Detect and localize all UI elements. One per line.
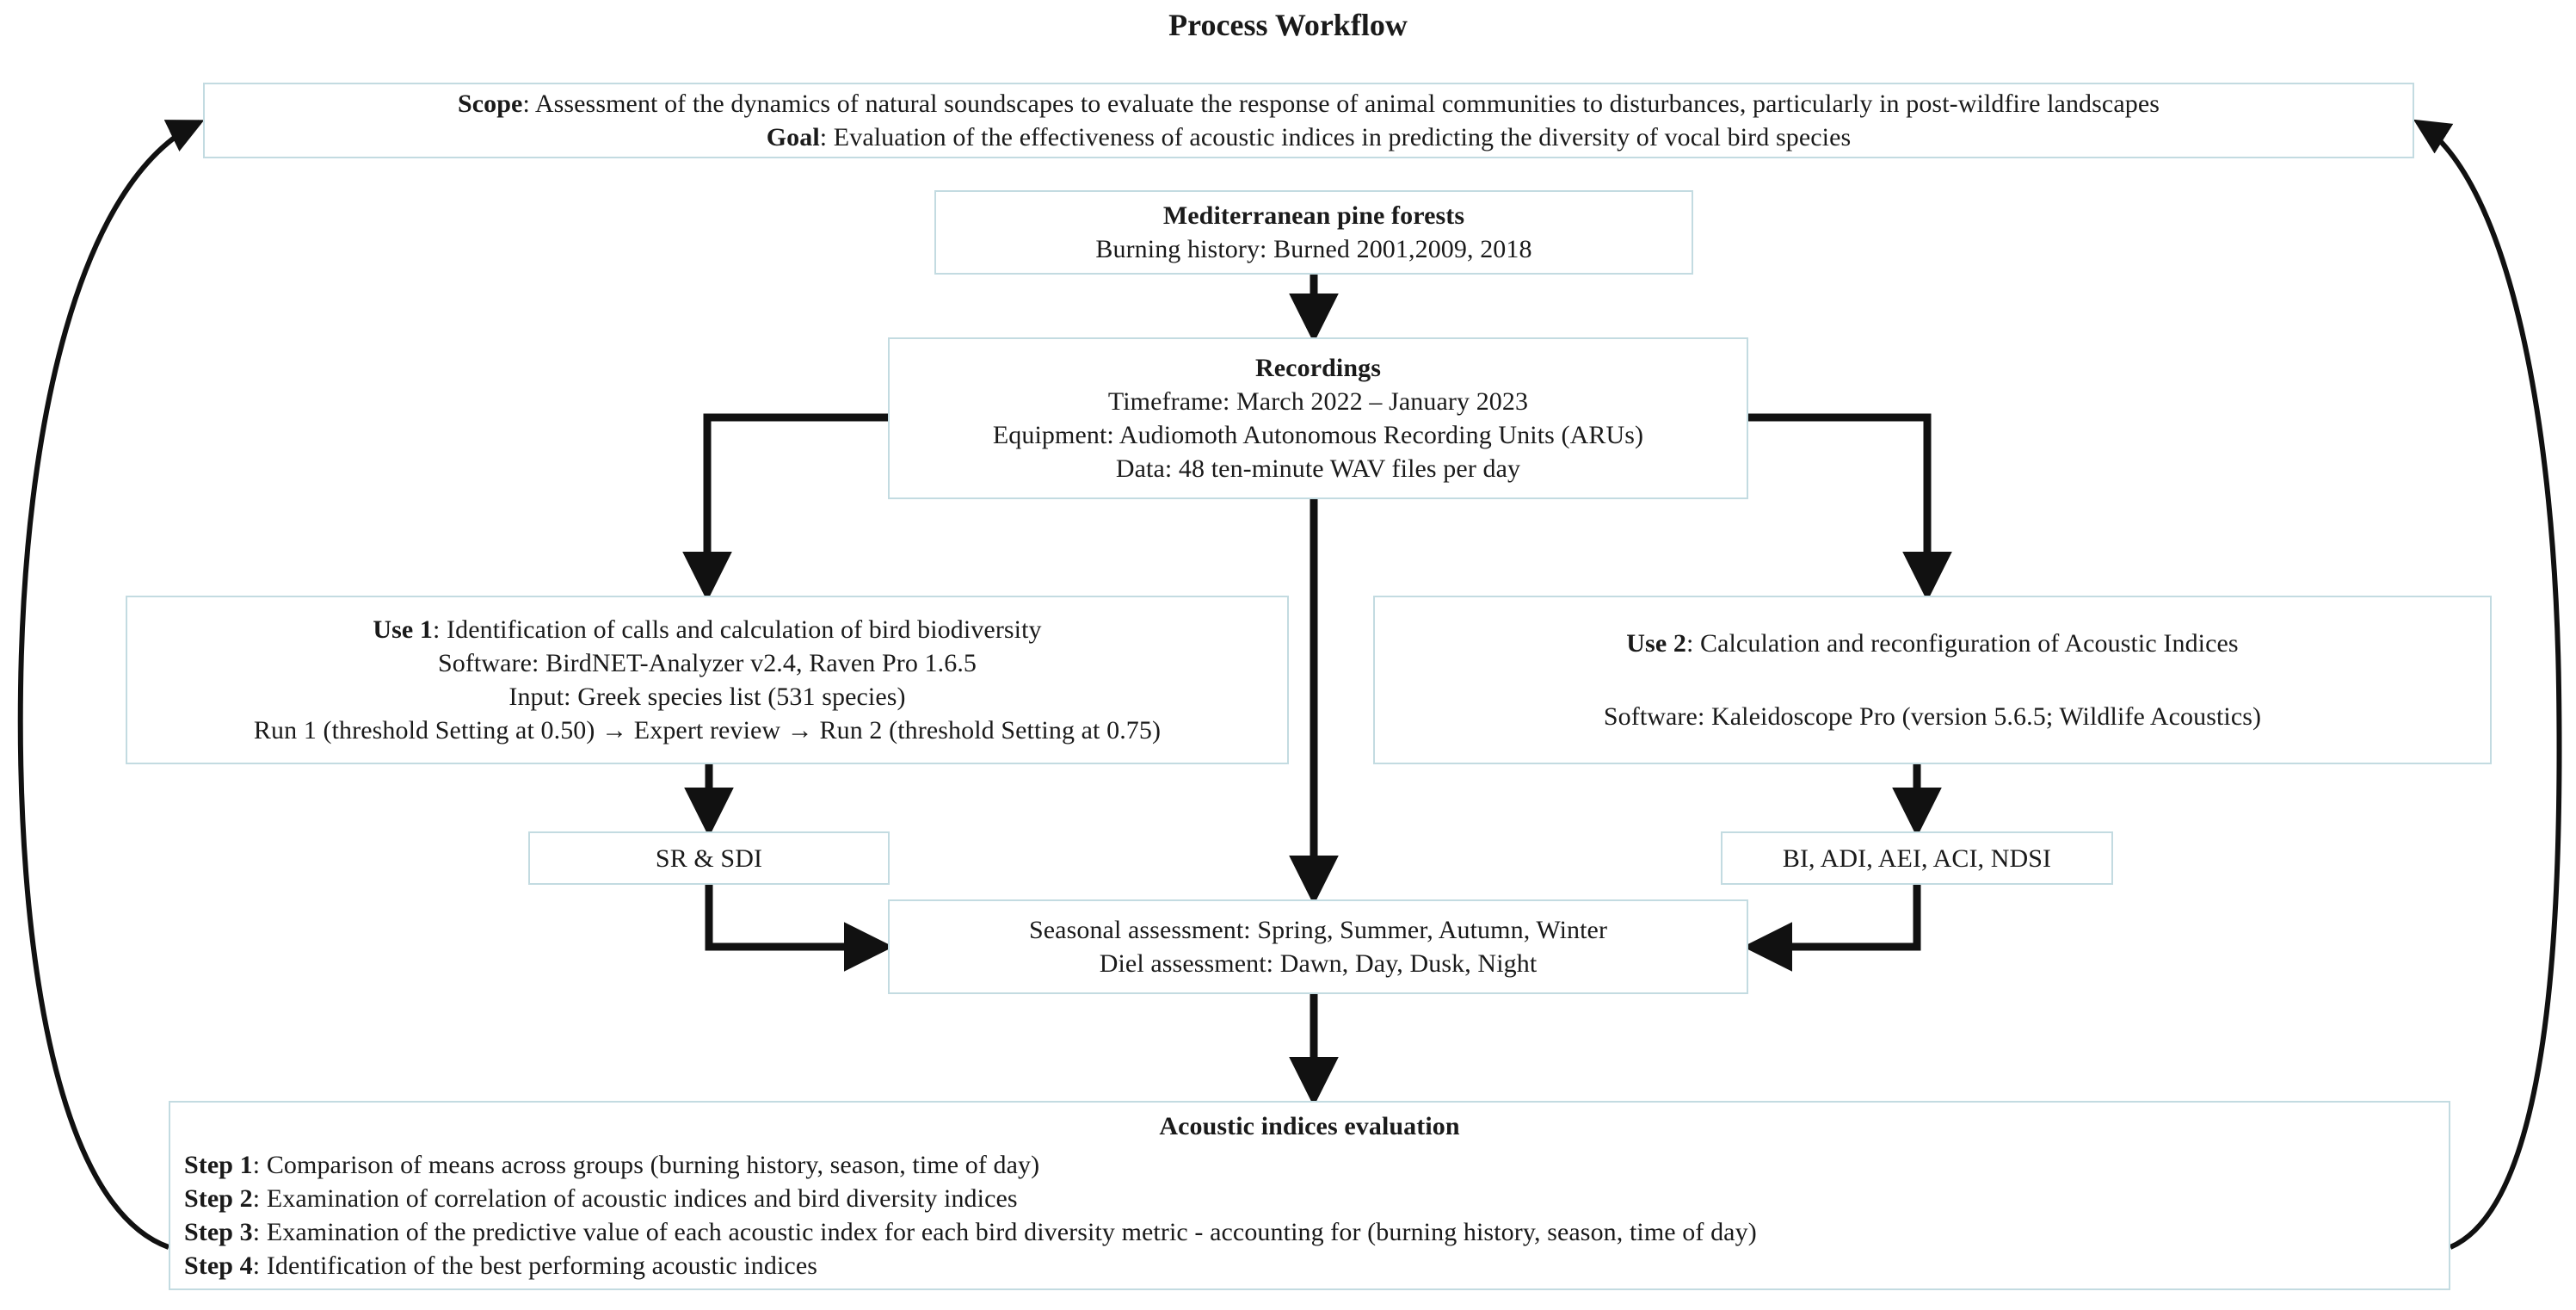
page-title: Process Workflow	[1168, 8, 1408, 42]
use1-heading: Use 1: Identification of calls and calcu…	[127, 613, 1287, 646]
use2-spacer	[1375, 660, 2490, 700]
evaluation-heading: Acoustic indices evaluation	[1159, 1111, 1460, 1140]
use1-software: Software: BirdNET-Analyzer v2.4, Raven P…	[437, 649, 977, 677]
connector-recordings-to-use2	[1748, 413, 1952, 602]
scope-label: Scope	[457, 90, 523, 118]
mediterranean-pine-forests-box: Mediterranean pine forests Burning histo…	[934, 190, 1693, 275]
use-2-box: Use 2: Calculation and reconfiguration o…	[1373, 596, 2492, 764]
seasonal-diel-assessment-box: Seasonal assessment: Spring, Summer, Aut…	[888, 899, 1748, 994]
connector-recordings-to-use1	[682, 413, 888, 602]
use1-heading-text: : Identification of calls and calculatio…	[433, 615, 1042, 644]
use2-heading: Use 2: Calculation and reconfiguration o…	[1375, 627, 2490, 660]
step-2-text: : Examination of correlation of acoustic…	[252, 1183, 1018, 1213]
use-1-box: Use 1: Identification of calls and calcu…	[126, 596, 1289, 764]
recordings-equipment: Equipment: Audiomoth Autonomous Recordin…	[992, 421, 1644, 449]
use2-heading-text: : Calculation and reconfiguration of Aco…	[1685, 629, 2239, 658]
seasonal-assessment-line: Seasonal assessment: Spring, Summer, Aut…	[1028, 916, 1608, 944]
step-4-text: : Identification of the best performing …	[252, 1251, 818, 1280]
goal-label: Goal	[766, 123, 820, 151]
sr-sdi-label: SR & SDI	[655, 843, 763, 873]
scope-text: : Assessment of the dynamics of natural …	[522, 90, 2160, 118]
use1-input: Input: Greek species list (531 species)	[508, 683, 906, 711]
step-3-text: : Examination of the predictive value of…	[252, 1217, 1757, 1246]
use2-label: Use 2	[1626, 629, 1686, 658]
use2-software: Software: Kaleidoscope Pro (version 5.6.…	[1603, 702, 2262, 731]
recordings-box: Recordings Timeframe: March 2022 – Janua…	[888, 337, 1748, 499]
evaluation-step-3: Step 3: Examination of the predictive va…	[170, 1215, 2449, 1249]
scope-line: Scope: Assessment of the dynamics of nat…	[205, 87, 2413, 120]
acoustic-indices-evaluation-box: Acoustic indices evaluation Step 1: Comp…	[169, 1101, 2450, 1290]
goal-line: Goal: Evaluation of the effectiveness of…	[205, 120, 2413, 154]
recordings-heading: Recordings	[1255, 354, 1381, 382]
step-1-text: : Comparison of means across groups (bur…	[252, 1150, 1040, 1179]
evaluation-step-1: Step 1: Comparison of means across group…	[170, 1148, 2449, 1182]
diel-assessment-line: Diel assessment: Dawn, Day, Dusk, Night	[1099, 949, 1538, 978]
step-4-label: Step 4	[184, 1251, 253, 1280]
connector-indices-to-seasonal	[1742, 885, 1921, 972]
acoustic-indices-list-box: BI, ADI, AEI, ACI, NDSI	[1721, 831, 2113, 885]
goal-text: : Evaluation of the effectiveness of aco…	[819, 123, 1852, 151]
step-2-label: Step 2	[184, 1183, 253, 1213]
acoustic-indices-label: BI, ADI, AEI, ACI, NDSI	[1782, 843, 2052, 873]
step-3-label: Step 3	[184, 1217, 253, 1246]
connector-srsdi-to-seasonal	[705, 885, 894, 972]
sr-sdi-box: SR & SDI	[528, 831, 890, 885]
use1-runs: Run 1 (threshold Setting at 0.50) → Expe…	[253, 716, 1162, 745]
recordings-data: Data: 48 ten-minute WAV files per day	[1115, 454, 1521, 483]
forests-burning-history: Burning history: Burned 2001,2009, 2018	[1095, 235, 1532, 263]
step-1-label: Step 1	[184, 1150, 253, 1179]
scope-goal-box: Scope: Assessment of the dynamics of nat…	[203, 83, 2414, 158]
recordings-timeframe: Timeframe: March 2022 – January 2023	[1107, 387, 1529, 416]
evaluation-step-2: Step 2: Examination of correlation of ac…	[170, 1182, 2449, 1215]
evaluation-step-4: Step 4: Identification of the best perfo…	[170, 1249, 2449, 1282]
use1-label: Use 1	[373, 615, 433, 644]
forests-heading: Mediterranean pine forests	[1162, 201, 1465, 230]
